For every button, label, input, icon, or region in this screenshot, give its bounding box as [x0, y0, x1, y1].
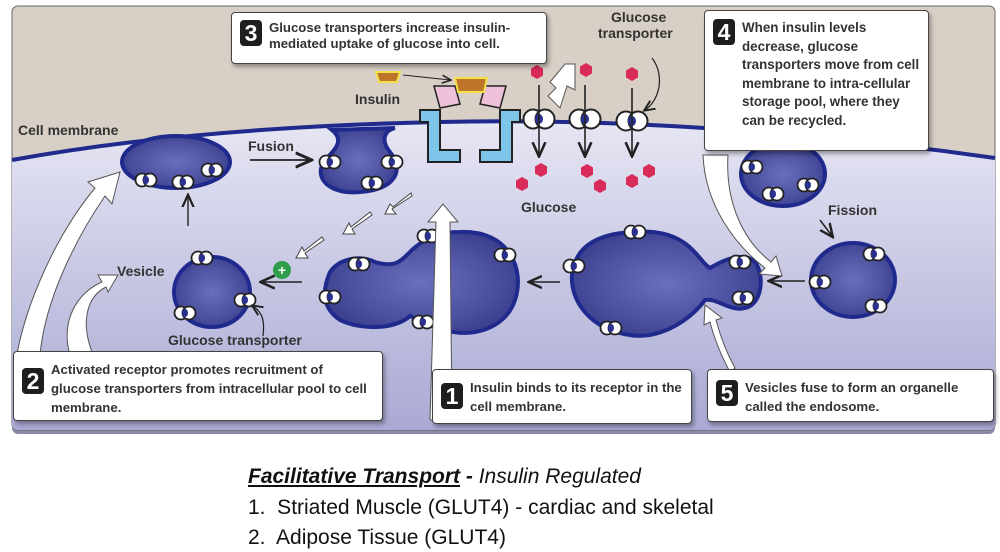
insulin-binding-arrow	[402, 75, 450, 80]
step-1-text: Insulin binds to its receptor in the cel…	[470, 380, 682, 414]
insulin-label: Insulin	[355, 91, 400, 107]
caption-subtitle: Insulin Regulated	[478, 465, 641, 488]
step-2-text: Activated receptor promotes recruitment …	[51, 362, 367, 415]
callout-arrows	[14, 63, 783, 421]
free-insulin	[374, 71, 402, 83]
caption-item-1: 1. Striated Muscle (GLUT4) - cardiac and…	[248, 496, 714, 519]
budding-vesicle	[739, 140, 827, 208]
vesicle-label: Vesicle	[117, 263, 165, 279]
step-1-callout: 1 Insulin binds to its receptor in the c…	[432, 369, 692, 424]
cell-membrane-label: Cell membrane	[18, 122, 119, 138]
step-3-badge: 3	[240, 20, 262, 46]
caption-title: Facilitative Transport	[248, 465, 461, 488]
membrane-transporters	[522, 85, 649, 155]
glucose-transporter-label-line1: Glucose	[611, 9, 666, 25]
step-4-callout: 4 When insulin levels decrease, glucose …	[704, 10, 929, 151]
vesicle-transporter-pointer	[253, 306, 265, 337]
recycled-vesicle	[808, 241, 897, 319]
step-1-badge: 1	[441, 383, 463, 409]
endosome	[562, 224, 763, 338]
caption-separator: -	[460, 465, 479, 488]
step-3-text: Glucose transporters increase insulin-me…	[269, 20, 511, 51]
fission-arrow	[819, 219, 832, 236]
step-2-badge: 2	[22, 368, 44, 394]
glucose-label: Glucose	[521, 199, 576, 215]
step-5-text: Vesicles fuse to form an organelle calle…	[745, 380, 959, 414]
docking-vesicle	[120, 134, 232, 190]
fusion-label: Fusion	[248, 138, 294, 154]
step-5-badge: 5	[716, 380, 738, 406]
insulin-receptor	[419, 77, 521, 163]
glucose-transporter-label-line2: transporter	[598, 25, 673, 41]
step-4-badge: 4	[713, 19, 735, 45]
storage-pool	[318, 228, 520, 335]
transporter-pointer	[645, 57, 660, 110]
step-2-callout: 2 Activated receptor promotes recruitmen…	[13, 351, 383, 421]
step-5-callout: 5 Vesicles fuse to form an organelle cal…	[707, 369, 994, 422]
svg-text:+: +	[278, 262, 286, 278]
bound-insulin	[453, 77, 489, 93]
vesicle	[172, 250, 257, 329]
fission-label: Fission	[828, 202, 877, 218]
glucose-transporter-label: Glucose transporter	[168, 332, 302, 348]
caption-heading: Facilitative Transport - Insulin Regulat…	[248, 465, 641, 489]
plus-icon: +	[273, 261, 291, 279]
step-4-text: When insulin levels decrease, glucose tr…	[742, 20, 920, 128]
fusing-vesicle	[318, 126, 404, 195]
step-3-callout: 3 Glucose transporters increase insulin-…	[231, 12, 547, 64]
caption-item-2: 2. Adipose Tissue (GLUT4)	[248, 526, 506, 549]
signal-arrows	[295, 192, 413, 259]
